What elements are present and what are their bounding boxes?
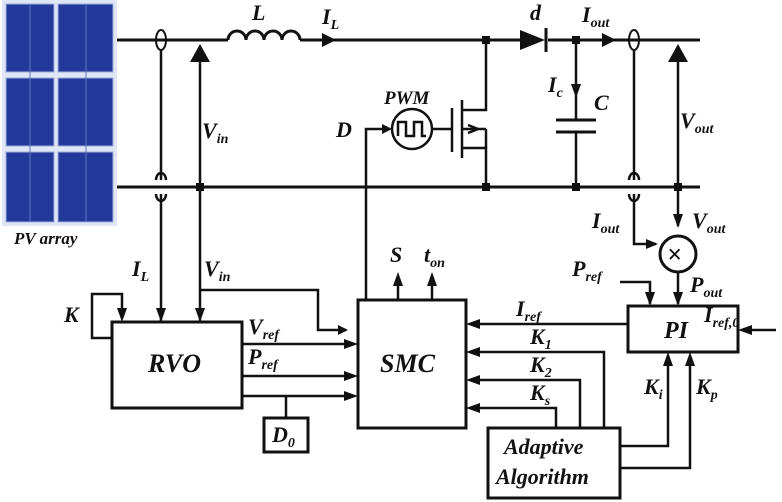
d0-label: D0 [271, 422, 295, 451]
iref0-label: Iref,0 [703, 302, 739, 331]
pref-to-pi-label: Pref [571, 256, 603, 285]
k2-line [478, 378, 582, 428]
capacitor-current-arrow [571, 84, 581, 98]
input-voltage-label: Vin [202, 118, 229, 147]
rvo-block [110, 320, 244, 410]
output-current-label: Iout [581, 2, 610, 31]
kp-label: Kp [695, 374, 718, 403]
capacitor-symbol [556, 40, 596, 187]
capacitor-current-label: Ic [547, 72, 564, 101]
pref-label: Pref [247, 344, 279, 373]
inductor-current-label: IL [321, 4, 339, 33]
k1-line [478, 350, 606, 428]
adaptive-algorithm-block [486, 426, 622, 500]
ks-line [478, 406, 558, 428]
vin-sense-label: Vin [204, 256, 231, 285]
vout-sense-label: Vout [692, 208, 726, 237]
inductor-current-arrow [322, 33, 336, 47]
output-current-arrow [602, 33, 616, 47]
mosfet-switch [450, 40, 488, 187]
d0-block [262, 416, 310, 454]
diode-label: d [530, 0, 542, 25]
ks-label: Ks [529, 380, 551, 409]
pout-label: Pout [689, 272, 723, 301]
input-voltage-arrowhead [190, 44, 210, 62]
vref-label: Vref [248, 314, 280, 343]
smc-block [356, 298, 468, 430]
smc-label: SMC [380, 349, 436, 378]
ki-label: Ki [643, 374, 663, 403]
kp-line [620, 364, 692, 470]
diode-symbol [520, 28, 548, 52]
iref-label: Iref [515, 296, 542, 325]
pi-label: PI [663, 318, 690, 344]
output-voltage-label: Vout [680, 108, 714, 137]
s-output-label: S [390, 242, 402, 267]
pwm-waveform-icon [396, 120, 426, 138]
pwm-label: PWM [383, 88, 431, 109]
k-feedback-loop [90, 292, 124, 340]
adaptive-line2: Algorithm [494, 464, 589, 489]
il-sense-label: IL [131, 256, 149, 285]
inductor-coil [226, 29, 302, 41]
pv-array-label: PV array [13, 229, 78, 248]
rvo-label: RVO [147, 349, 201, 378]
duty-signal-line [364, 124, 392, 300]
output-voltage-arrowhead [668, 44, 688, 62]
pv-array-panel [2, 0, 117, 226]
iout-sense-label: Iout [591, 208, 620, 237]
k-label: K [63, 302, 80, 327]
capacitor-label: C [594, 90, 609, 115]
ton-output-label: ton [424, 242, 445, 271]
pi-block [626, 304, 740, 354]
ki-line [620, 364, 670, 448]
k2-label: K2 [529, 352, 552, 381]
iout-sense-line [632, 50, 656, 246]
multiplier-symbol: × [667, 240, 682, 269]
k1-label: K1 [529, 324, 552, 353]
duty-label: D [335, 117, 352, 142]
adaptive-line1: Adaptive [502, 434, 584, 459]
inductor-label: L [251, 0, 265, 25]
